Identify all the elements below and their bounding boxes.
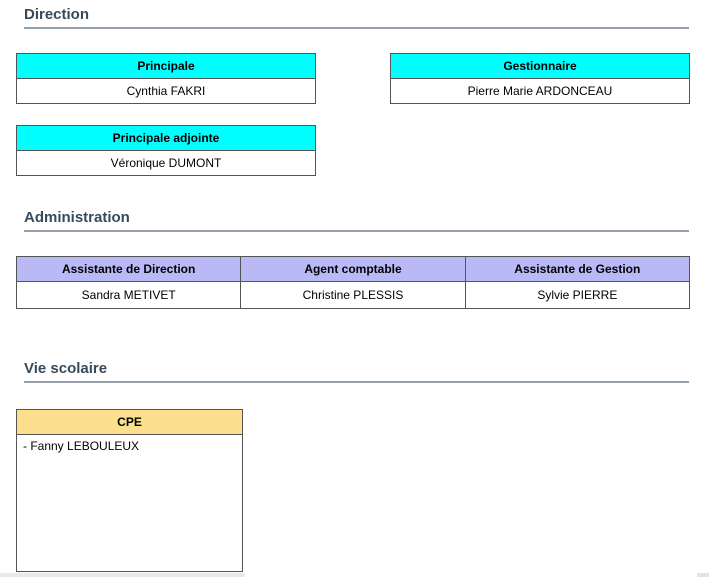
role-header-principale: Principale (16, 53, 316, 79)
scrollbar-corner (697, 573, 709, 577)
role-header-principale-adjointe: Principale adjointe (16, 125, 316, 151)
column-header-assistante-gestion: Assistante de Gestion (464, 256, 691, 282)
section-administration: Administration Assistante de Direction A… (0, 209, 709, 309)
section-title-direction: Direction (24, 6, 90, 23)
staff-name-cpe: - Fanny LEBOULEUX (16, 434, 243, 572)
table-row: - Fanny LEBOULEUX (16, 434, 243, 572)
staff-name-gestionnaire: Pierre Marie ARDONCEAU (390, 78, 690, 104)
staff-name-agent-comptable: Christine PLESSIS (240, 281, 466, 309)
section-divider-direction (24, 27, 689, 29)
section-title-administration: Administration (24, 209, 130, 226)
table-cpe: CPE - Fanny LEBOULEUX (16, 409, 243, 572)
role-header-cpe: CPE (16, 409, 243, 435)
table-gestionnaire: Gestionnaire Pierre Marie ARDONCEAU (390, 53, 690, 104)
table-principale: Principale Cynthia FAKRI (16, 53, 316, 104)
staff-name-principale-adjointe: Véronique DUMONT (16, 150, 316, 176)
staff-name-assistante-gestion: Sylvie PIERRE (464, 281, 691, 309)
table-principale-adjointe: Principale adjointe Véronique DUMONT (16, 125, 316, 176)
staff-name-assistante-direction: Sandra METIVET (15, 281, 242, 309)
horizontal-scrollbar-track (0, 573, 245, 577)
direction-tables-row: Principale Cynthia FAKRI Gestionnaire (16, 53, 690, 104)
column-header-agent-comptable: Agent comptable (240, 256, 466, 282)
column-header-assistante-direction: Assistante de Direction (15, 256, 242, 282)
table-header-row: Assistante de Direction Agent comptable … (15, 256, 691, 282)
table-row: Pierre Marie ARDONCEAU (390, 78, 690, 104)
role-header-gestionnaire: Gestionnaire (390, 53, 690, 79)
table-administration: Assistante de Direction Agent comptable … (15, 256, 691, 309)
section-title-vie-scolaire: Vie scolaire (24, 360, 108, 377)
section-vie-scolaire: Vie scolaire CPE - Fanny LEBOULEUX (0, 360, 709, 572)
section-divider-administration (24, 230, 689, 232)
table-row: Véronique DUMONT (16, 150, 316, 176)
section-divider-vie-scolaire (24, 381, 689, 383)
staff-name-principale: Cynthia FAKRI (16, 78, 316, 104)
section-direction: Direction Principale Cynthia FAKRI Ge (0, 6, 709, 176)
table-row: Cynthia FAKRI (16, 78, 316, 104)
table-row: Sandra METIVET Christine PLESSIS Sylvie … (15, 281, 691, 309)
